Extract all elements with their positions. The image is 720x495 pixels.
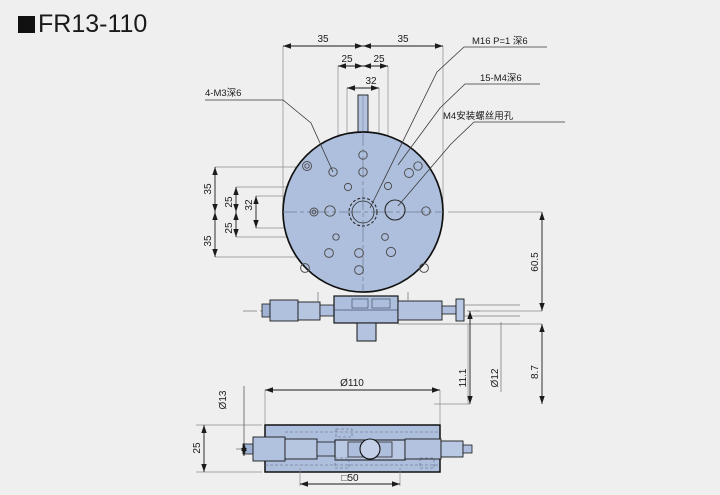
dim-32-left: 32 bbox=[244, 199, 255, 211]
filled-square-icon bbox=[18, 16, 35, 33]
dim-d12: Ø12 bbox=[490, 368, 501, 387]
page-title: FR13-110 bbox=[18, 12, 147, 37]
callout-leaders bbox=[205, 46, 565, 209]
callout-4-m3: 4-M3深6 bbox=[205, 88, 241, 99]
dim-60-5: 60.5 bbox=[530, 252, 541, 272]
top-center-boss bbox=[357, 94, 369, 138]
dim-35-left: 35 bbox=[317, 34, 329, 45]
hole-m16-inner bbox=[351, 200, 375, 224]
hole-large-right bbox=[384, 199, 406, 221]
center-ball bbox=[359, 438, 381, 460]
left-vertical-dimensions: 35 35 25 25 32 bbox=[203, 167, 259, 257]
side-view-pedestal bbox=[356, 322, 377, 342]
dim-11-1: 11.1 bbox=[458, 368, 469, 387]
dim-square-50: □50 bbox=[341, 473, 359, 484]
dim-35-right: 35 bbox=[397, 34, 409, 45]
dim-25-right: 25 bbox=[373, 54, 385, 65]
hole-m16-center bbox=[348, 197, 378, 227]
callout-labels: 4-M3深6 M16 P=1 深6 15-M4深6 M4安装螺丝用孔 bbox=[205, 36, 528, 122]
hole-pattern bbox=[300, 150, 431, 275]
dim-35-upper: 35 bbox=[203, 183, 214, 195]
bottom-section-view: Ø110 25 Ø13 □50 bbox=[192, 378, 473, 487]
dim-32-top: 32 bbox=[365, 76, 377, 87]
dim-d13: Ø13 bbox=[218, 390, 229, 409]
dim-25-upper: 25 bbox=[224, 196, 235, 208]
side-view-assembly bbox=[243, 292, 520, 342]
dim-d110: Ø110 bbox=[340, 378, 364, 389]
dim-25-lower: 25 bbox=[224, 222, 235, 234]
callout-m16: M16 P=1 深6 bbox=[472, 36, 528, 47]
right-vertical-dimensions: 60.5 8.7 11.1 Ø12 bbox=[434, 211, 545, 405]
dim-25-height: 25 bbox=[192, 442, 203, 454]
top-horizontal-dimensions: 35 35 25 25 32 bbox=[283, 34, 443, 91]
dim-35-lower: 35 bbox=[203, 235, 214, 247]
dim-25-left: 25 bbox=[341, 54, 353, 65]
top-view-circular-stage bbox=[215, 46, 444, 293]
callout-15-m4: 15-M4深6 bbox=[480, 73, 522, 84]
page-title-label: FR13-110 bbox=[38, 10, 148, 38]
callout-m4-mounting: M4安装螺丝用孔 bbox=[443, 110, 514, 122]
dim-8-7: 8.7 bbox=[530, 365, 541, 379]
